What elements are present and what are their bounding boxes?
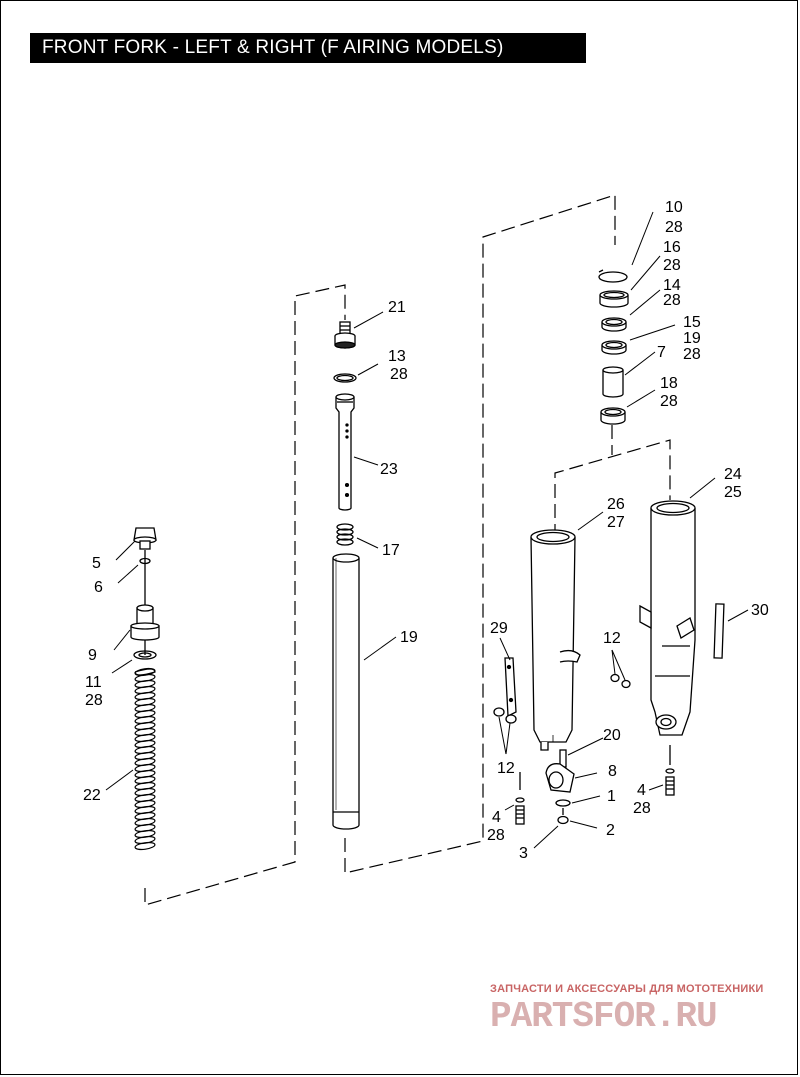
- callout-4-right-28: 28: [633, 800, 651, 817]
- part-24-right-slider: [639, 500, 696, 736]
- callout-10-28: 28: [665, 219, 683, 236]
- callout-23: 23: [380, 461, 398, 478]
- part-21-plug: [334, 321, 356, 349]
- callout-13: 13: [388, 348, 406, 365]
- part-16-bushing: [599, 290, 629, 308]
- part-18-bushing: [600, 407, 626, 425]
- part-19-fork-tube: [332, 553, 360, 830]
- part-8-axle-cap: [545, 763, 575, 793]
- part-6-o-ring: [139, 557, 151, 565]
- callout-4-left-28: 28: [487, 827, 505, 844]
- part-23-damper-tube: [335, 393, 355, 511]
- callout-5: 5: [92, 555, 101, 572]
- part-12-screws-left: [493, 707, 517, 724]
- callout-6: 6: [94, 579, 103, 596]
- callout-4-right: 4: [637, 782, 646, 799]
- leader-lines: [105, 211, 749, 849]
- callout-20: 20: [603, 727, 621, 744]
- callout-12-left: 12: [497, 760, 515, 777]
- callout-10: 10: [665, 199, 683, 216]
- callout-13-28: 28: [390, 366, 408, 383]
- part-1-washer: [555, 799, 571, 807]
- callout-17: 17: [382, 542, 400, 559]
- callout-12-right: 12: [603, 630, 621, 647]
- part-11-washer: [133, 650, 157, 660]
- part-4-bolt-left: [515, 797, 525, 825]
- callout-21: 21: [388, 299, 406, 316]
- part-10-retaining-ring: [598, 269, 628, 283]
- part-7-bushing: [602, 366, 624, 398]
- callout-30: 30: [751, 602, 769, 619]
- callout-1: 1: [607, 788, 616, 805]
- part-4-bolt-right: [665, 768, 675, 796]
- callout-18-28: 28: [660, 393, 678, 410]
- callout-19: 19: [400, 629, 418, 646]
- callout-14: 14: [663, 277, 681, 294]
- callout-8: 8: [608, 763, 617, 780]
- callout-11: 11: [85, 674, 102, 691]
- part-30-reflector: [713, 603, 725, 659]
- callout-16: 16: [663, 239, 681, 256]
- spring-coil: [134, 841, 156, 851]
- callout-22: 22: [83, 787, 101, 804]
- callout-11-28: 28: [85, 692, 103, 709]
- callout-16-28: 28: [663, 257, 681, 274]
- part-26-left-slider: [530, 529, 581, 751]
- part-5-cap-bolt: [133, 527, 157, 550]
- callout-3: 3: [519, 845, 528, 862]
- callout-15-28: 28: [683, 346, 701, 363]
- part-29-bracket: [504, 657, 517, 718]
- diagram-title: FRONT FORK - LEFT & RIGHT (F AIRING MODE…: [30, 33, 586, 63]
- watermark-subtitle: ЗАПЧАСТИ И АКСЕССУАРЫ ДЛЯ МОТОТЕХНИКИ: [490, 983, 764, 995]
- callout-7: 7: [657, 344, 666, 361]
- callout-9: 9: [88, 647, 97, 664]
- callout-labels: 21 13 28 23 17 19 5 6 9 11 28 22 10 28 1…: [83, 199, 769, 862]
- callout-15: 15: [683, 314, 701, 331]
- part-14-seal: [601, 317, 627, 332]
- part-22-fork-spring: [134, 667, 156, 851]
- callout-15-19: 19: [683, 330, 701, 347]
- callout-29: 29: [490, 620, 508, 637]
- callout-26: 26: [607, 496, 625, 513]
- part-12-screws-right: [610, 673, 631, 689]
- callout-4-left: 4: [492, 809, 501, 826]
- callout-14-28: 28: [663, 292, 681, 309]
- part-13-ring: [333, 373, 357, 383]
- callout-2: 2: [606, 822, 615, 839]
- callout-18: 18: [660, 375, 678, 392]
- callout-24: 24: [724, 466, 742, 483]
- callout-25: 25: [724, 484, 742, 501]
- callout-27: 27: [607, 514, 625, 531]
- part-17-rebound-spring: [336, 523, 354, 546]
- part-9-spacer: [130, 604, 160, 641]
- part-2-nut: [557, 815, 569, 825]
- part-15-washer: [601, 340, 627, 355]
- watermark-brand: PARTSFOR.RU: [490, 996, 718, 1037]
